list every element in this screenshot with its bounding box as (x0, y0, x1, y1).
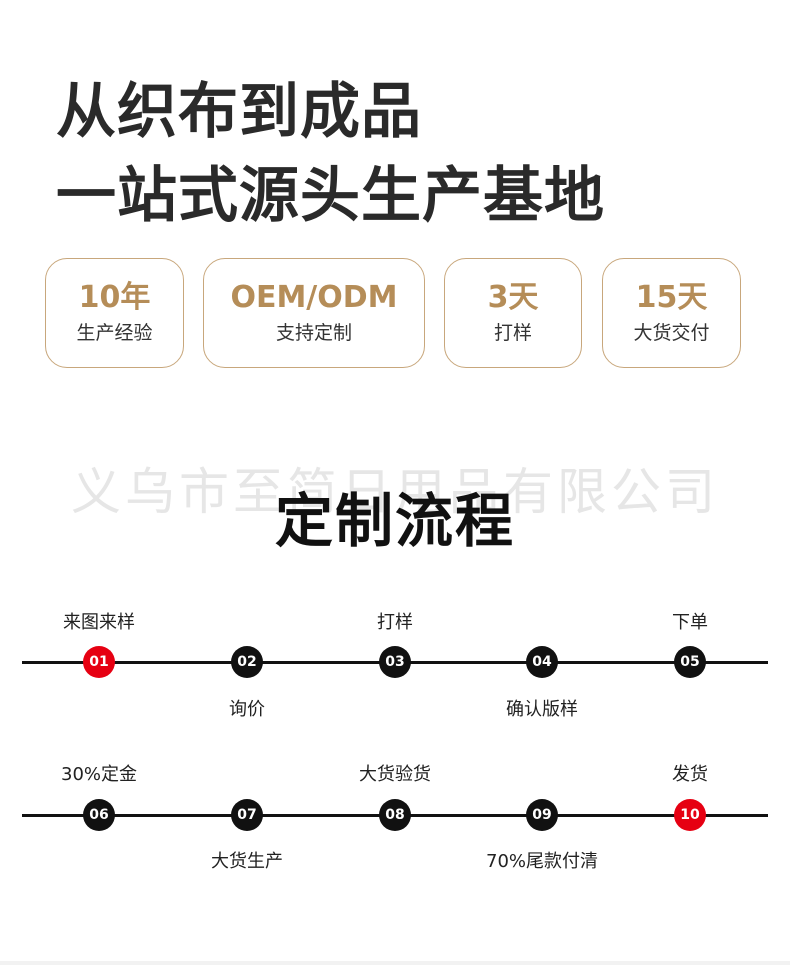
section-title: 定制流程 (274, 487, 515, 555)
step-label-01: 来图来样 (63, 612, 135, 633)
step-node-03: 03 (379, 646, 411, 678)
step-node-07: 07 (231, 799, 263, 831)
step-label-06: 30%定金 (60, 764, 138, 785)
stat-value: 15天 (635, 280, 708, 315)
step-label-03: 打样 (377, 612, 413, 633)
step-node-01: 01 (83, 646, 115, 678)
step-node-09: 09 (526, 799, 558, 831)
stat-card-customization: OEM/ODM 支持定制 (203, 258, 425, 368)
stat-card-sampling: 3天 打样 (444, 258, 582, 368)
step-label-08: 大货验货 (359, 764, 431, 785)
step-label-05: 下单 (672, 612, 708, 633)
stat-card-experience: 10年 生产经验 (45, 258, 184, 368)
company-watermark: 义乌市至简日用品有限公司 (71, 463, 719, 521)
step-node-05: 05 (674, 646, 706, 678)
step-node-04: 04 (526, 646, 558, 678)
step-node-02: 02 (231, 646, 263, 678)
step-node-06: 06 (83, 799, 115, 831)
step-label-09: 70%尾款付清 (485, 851, 599, 872)
headline-line-1: 从织布到成品 (56, 77, 422, 147)
stat-value: 10年 (78, 280, 151, 315)
stat-caption: 生产经验 (76, 322, 153, 344)
step-label-02: 询价 (229, 699, 265, 720)
stat-value: 3天 (487, 280, 539, 315)
stat-caption: 大货交付 (633, 322, 710, 344)
step-label-07: 大货生产 (211, 851, 283, 872)
stat-caption: 打样 (493, 322, 532, 344)
step-node-10: 10 (674, 799, 706, 831)
step-label-04: 确认版样 (506, 699, 578, 720)
stat-card-delivery: 15天 大货交付 (602, 258, 741, 368)
step-label-10: 发货 (672, 764, 708, 785)
step-node-08: 08 (379, 799, 411, 831)
stat-value: OEM/ODM (230, 280, 398, 315)
headline-line-2: 一站式源头生产基地 (56, 161, 605, 231)
stat-caption: 支持定制 (275, 322, 352, 344)
bottom-divider (0, 961, 790, 965)
